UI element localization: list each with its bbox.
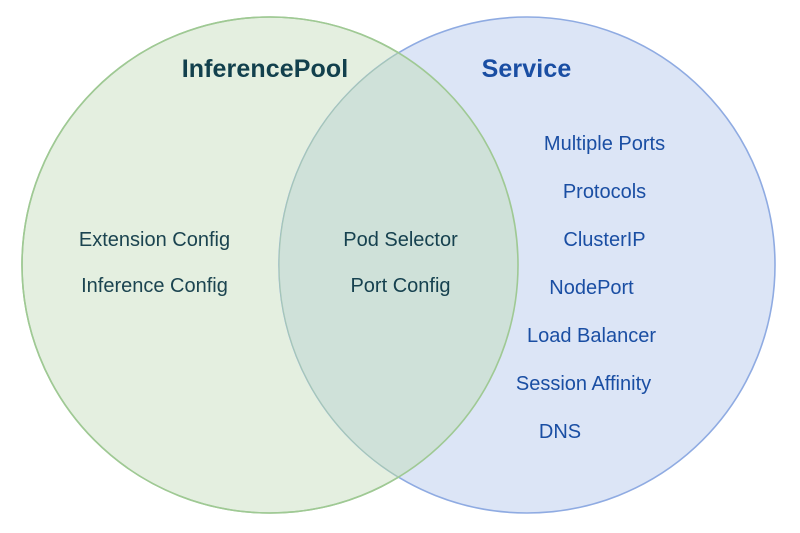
- list-item: Protocols: [562, 181, 647, 203]
- right-only-item-list: Multiple Ports Protocols ClusterIP NodeP…: [505, 134, 690, 442]
- list-item: Inference Config: [81, 275, 228, 297]
- list-item: Session Affinity: [515, 373, 652, 395]
- list-item: NodePort: [549, 277, 634, 299]
- list-item: Load Balancer: [527, 325, 656, 347]
- left-circle-title: InferencePool: [181, 55, 349, 83]
- list-item: Pod Selector: [343, 229, 458, 251]
- right-circle-title: Service: [481, 55, 572, 83]
- list-item: Extension Config: [78, 229, 231, 251]
- list-item: DNS: [538, 421, 582, 443]
- list-item: Multiple Ports: [543, 133, 666, 155]
- list-item: ClusterIP: [563, 229, 646, 251]
- left-circle-outline: [21, 16, 519, 514]
- intersection-region: [278, 17, 518, 513]
- intersection-item-list: Pod Selector Port Config: [288, 230, 513, 296]
- list-item: Port Config: [350, 275, 451, 297]
- left-only-item-list: Extension Config Inference Config: [22, 230, 287, 296]
